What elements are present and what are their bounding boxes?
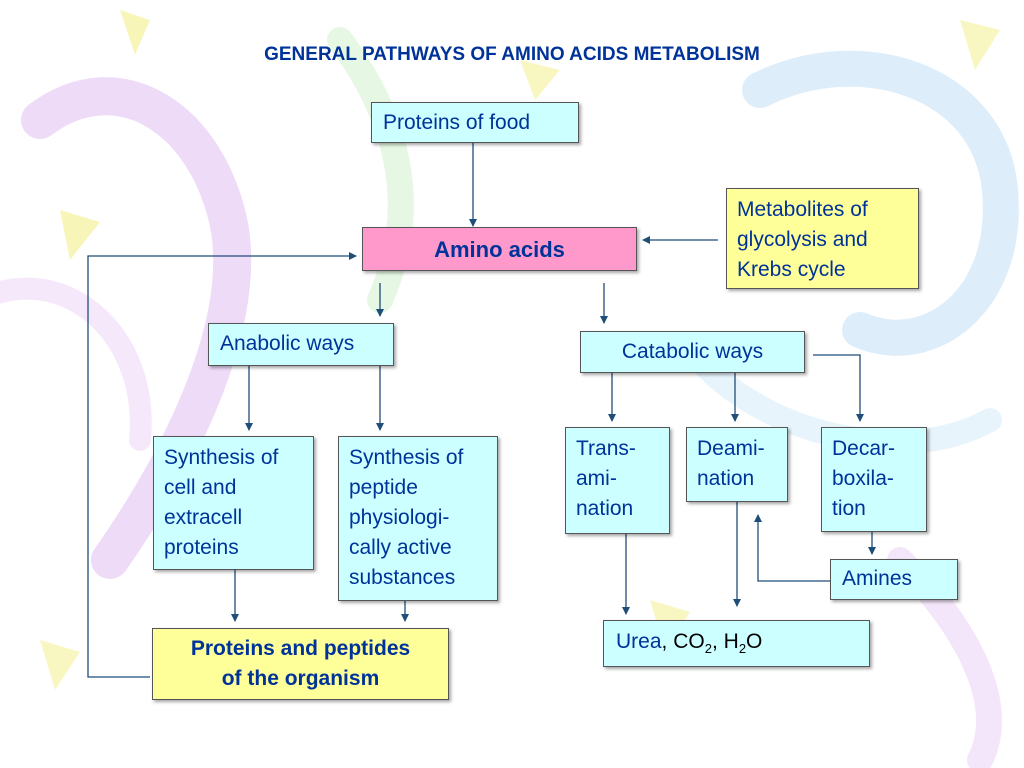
node-transamination-line-1: Trans- [576, 437, 636, 460]
node-transamination: Trans- ami- nation [565, 427, 670, 534]
swirl-blue [742, 50, 1019, 356]
node-deamination-line-1: Deami- [697, 437, 765, 460]
product-h2o-h: H [723, 630, 739, 653]
arrow-proteins-loop-to-amino [87, 252, 357, 678]
product-separator-1: , [661, 630, 668, 653]
node-metabolites-line-1: Metabolites of [737, 198, 868, 221]
product-co2-base: CO [673, 630, 705, 653]
node-synthesis-peptide: Synthesis of peptide physiologi- cally a… [338, 436, 498, 601]
node-synthesis-peptide-line-3: physiologi- [349, 506, 450, 529]
product-h2o-subscript: 2 [738, 641, 747, 657]
node-transamination-line-3: nation [576, 497, 634, 520]
node-synthesis-peptide-line-4: cally active [349, 536, 452, 559]
node-amines: Amines [830, 559, 958, 600]
node-amines-label: Amines [842, 567, 913, 590]
node-transamination-line-2: ami- [576, 467, 617, 490]
node-amino-acids-label: Amino acids [434, 237, 565, 262]
node-synthesis-peptide-line-1: Synthesis of [349, 446, 464, 469]
node-metabolites: Metabolites of glycolysis and Krebs cycl… [726, 188, 919, 289]
product-co2: CO2 [673, 630, 712, 657]
node-proteins-of-food: Proteins of food [371, 102, 579, 143]
node-proteins-peptides-organism: Proteins and peptides of the organism [152, 628, 449, 700]
page-title: GENERAL PATHWAYS OF AMINO ACIDS METABOLI… [264, 44, 760, 65]
node-synthesis-cell-line-2: cell and [164, 476, 237, 499]
node-proteins-peptides-line-1: Proteins and peptides [190, 637, 411, 660]
node-synthesis-peptide-line-2: peptide [349, 476, 418, 499]
node-synthesis-cell-line-1: Synthesis of [164, 446, 279, 469]
node-end-products: Urea, CO2, H2O [603, 620, 870, 667]
node-synthesis-peptide-line-5: substances [349, 566, 456, 589]
swirl-lavender-2 [0, 277, 152, 451]
product-separator-2: , [711, 630, 718, 653]
node-catabolic-ways-label: Catabolic ways [621, 340, 764, 363]
node-metabolites-line-3: Krebs cycle [737, 258, 846, 281]
arrow-amines-to-deamination [754, 514, 830, 582]
node-synthesis-cell-line-4: proteins [164, 536, 239, 559]
arrow-catabolic-to-decarboxilation [813, 354, 864, 422]
product-h2o-o: O [746, 630, 763, 653]
node-synthesis-cell-line-3: extracell [164, 506, 243, 529]
node-end-products-label: Urea, CO2, H2O [616, 627, 857, 657]
product-urea: Urea [616, 630, 662, 653]
node-metabolites-line-2: glycolysis and [737, 228, 868, 251]
node-proteins-of-food-label: Proteins of food [383, 111, 531, 134]
node-proteins-peptides-line-2: of the organism [221, 667, 380, 690]
node-decarboxilation-line-2: boxila- [832, 467, 894, 490]
spike-yellow-6 [960, 20, 1000, 70]
product-co2-subscript: 2 [704, 641, 712, 657]
spike-yellow-3 [520, 60, 560, 100]
node-decarboxilation: Decar- boxila- tion [821, 427, 927, 532]
node-synthesis-cell-proteins: Synthesis of cell and extracell proteins [153, 436, 314, 570]
node-anabolic-ways-label: Anabolic ways [220, 332, 355, 355]
node-catabolic-ways: Catabolic ways [580, 331, 805, 373]
node-deamination: Deami- nation [686, 427, 788, 502]
spike-yellow-2 [60, 210, 100, 260]
node-amino-acids: Amino acids [362, 227, 637, 271]
node-decarboxilation-line-1: Decar- [832, 437, 896, 460]
node-anabolic-ways: Anabolic ways [208, 323, 394, 366]
product-h2o: H2O [723, 630, 763, 657]
spike-yellow-1 [120, 10, 150, 55]
spike-yellow-5 [40, 640, 80, 690]
node-decarboxilation-line-3: tion [832, 497, 866, 520]
node-deamination-line-2: nation [697, 467, 755, 490]
